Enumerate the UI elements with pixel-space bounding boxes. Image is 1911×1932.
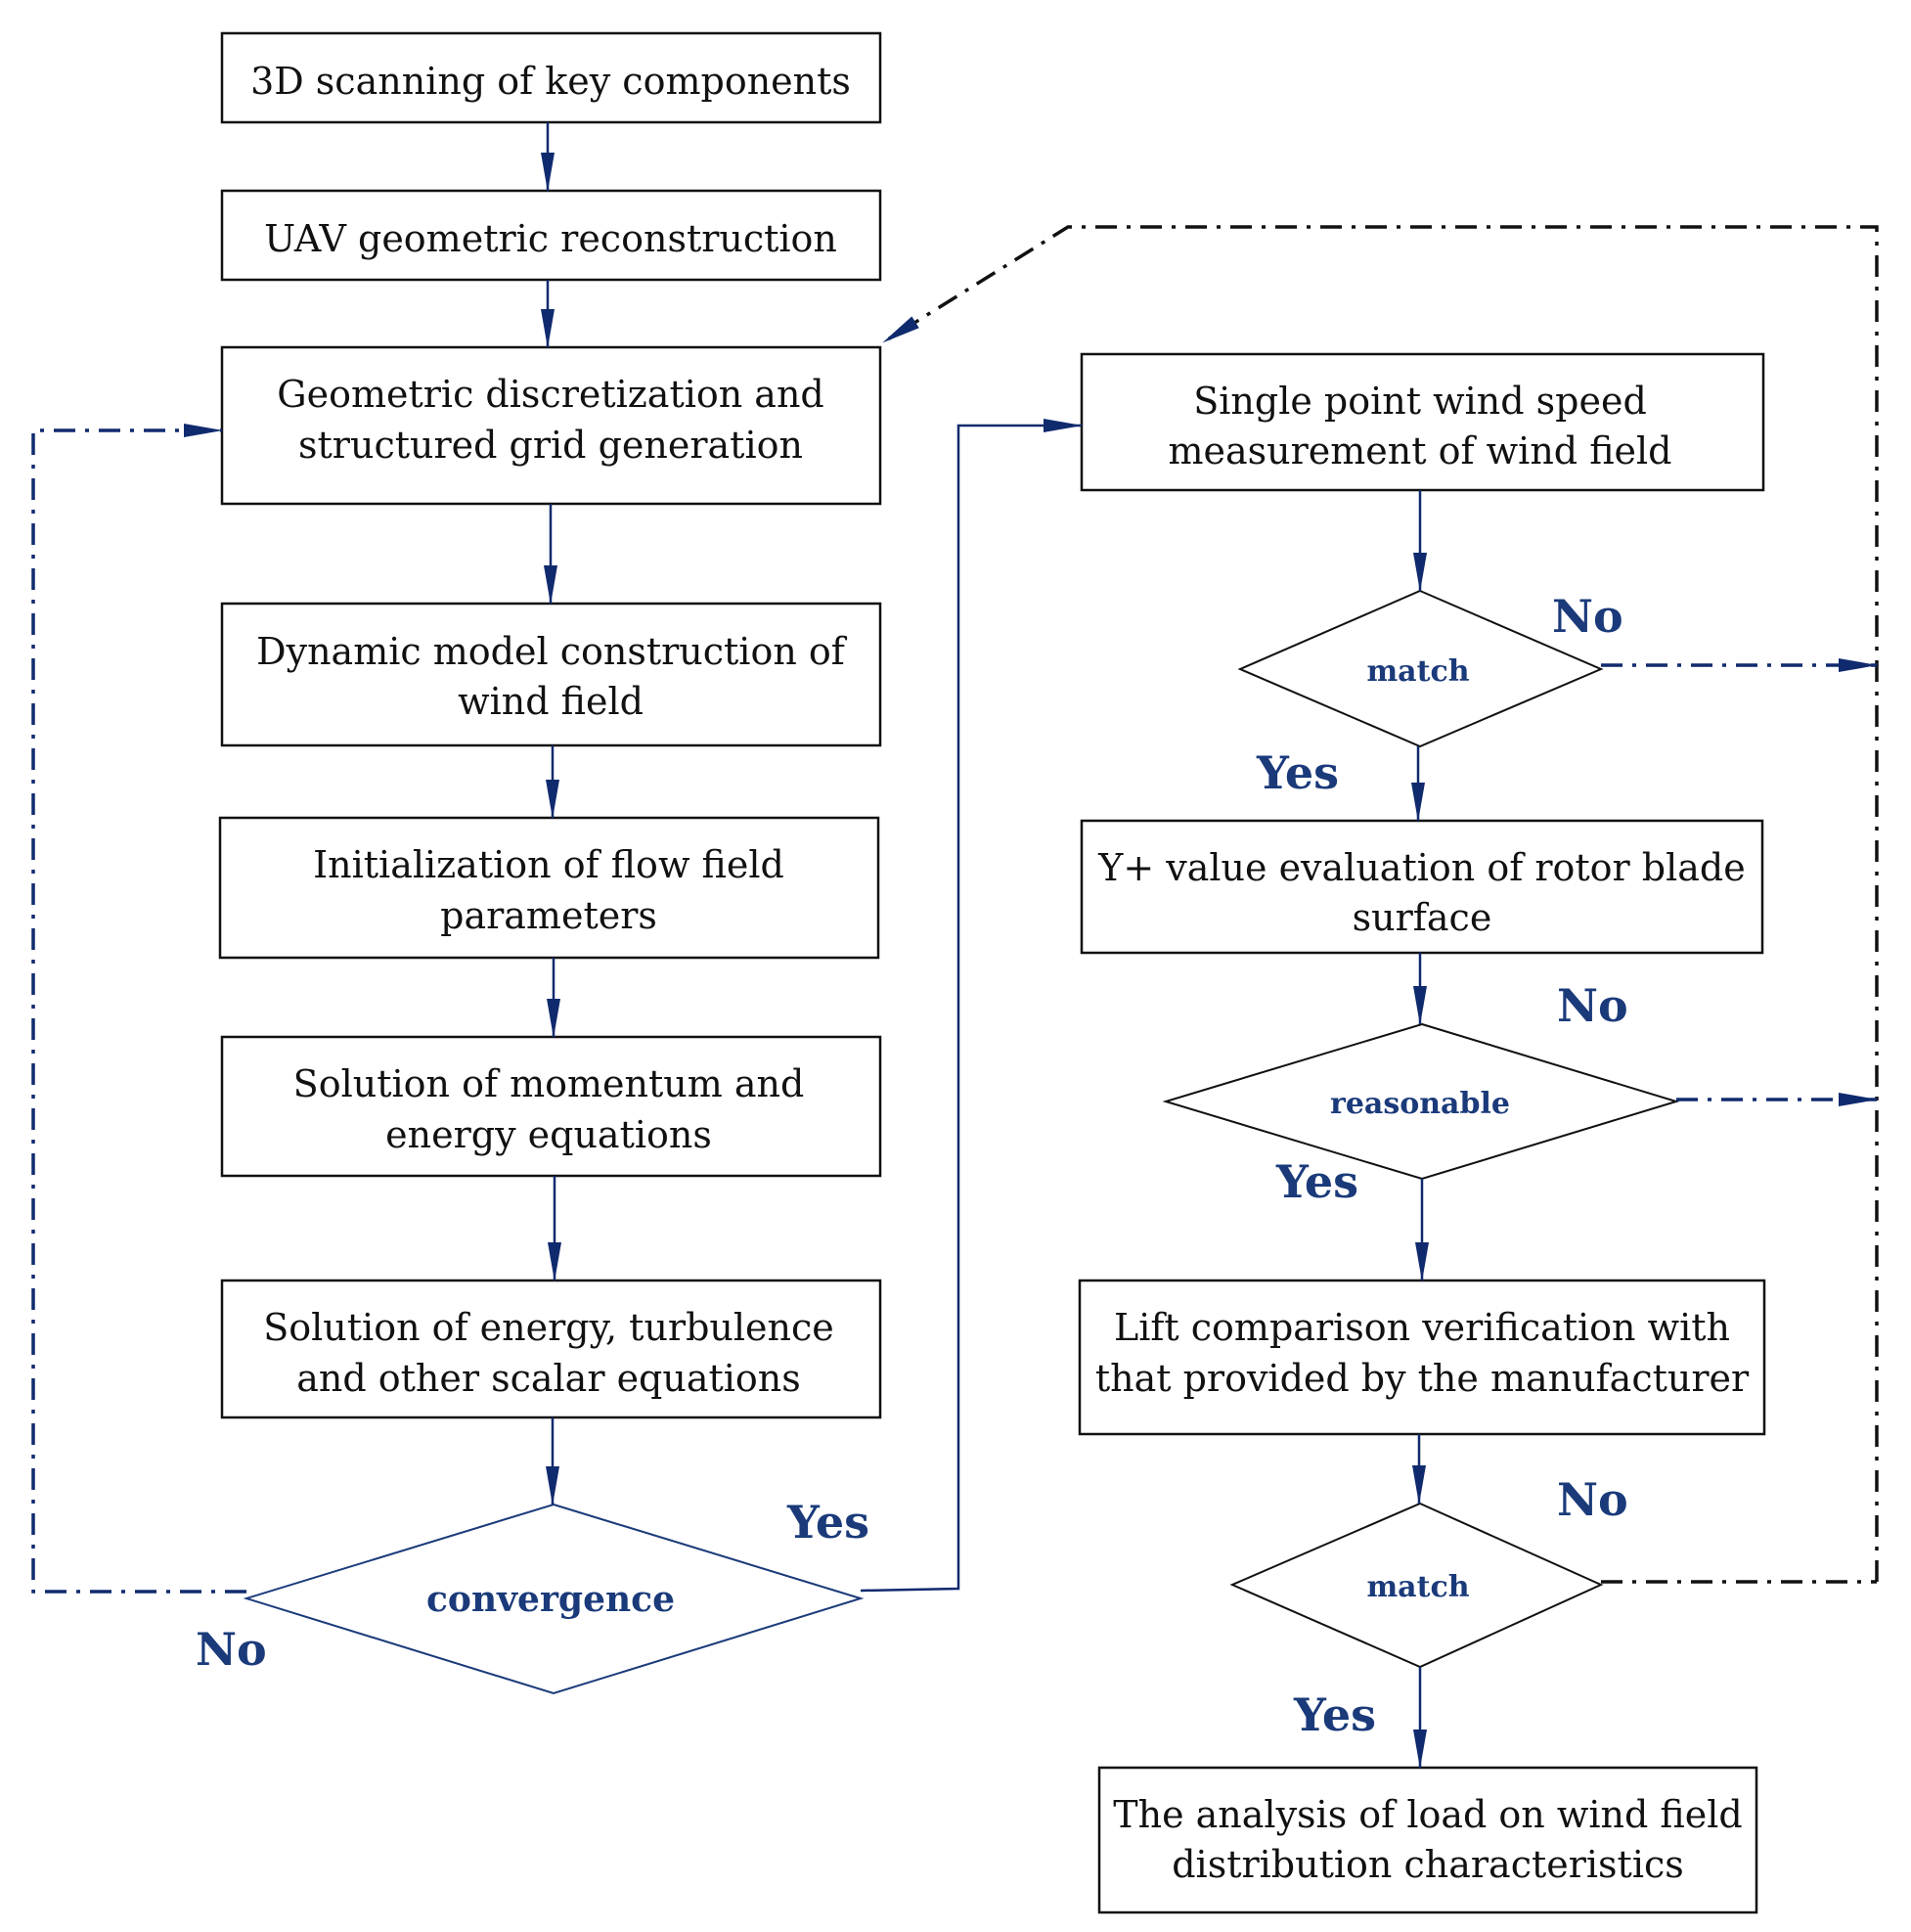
loop-convergence-no-to-grid [31, 424, 246, 1594]
arrow-convergence-yes-to-single-point [860, 419, 1083, 1593]
box-load-analysis: The analysis of load on wind field distr… [1097, 1766, 1758, 1914]
decision-match-1: match [1237, 589, 1604, 748]
box-initialization-line-1: Initialization of flow field [313, 843, 784, 886]
box-grid-generation-line-1: Geometric discretization and [277, 373, 824, 416]
box-load-analysis-line-2: distribution characteristics [1172, 1843, 1684, 1886]
decision-reasonable-text: reasonable [1330, 1087, 1510, 1121]
box-yplus: Y+ value evaluation of rotor blade surfa… [1080, 819, 1764, 955]
label-reasonable-no: No [1557, 979, 1628, 1032]
box-scalar-equations-line-2: and other scalar equations [296, 1357, 801, 1400]
box-scalar-equations: Solution of energy, turbulence and other… [220, 1279, 882, 1419]
decision-convergence-text: convergence [426, 1579, 675, 1620]
box-lift-comparison-line-1: Lift comparison verification with [1114, 1306, 1730, 1349]
label-match2-yes: Yes [1293, 1688, 1376, 1741]
box-lift-comparison-line-2: that provided by the manufacturer [1095, 1357, 1750, 1400]
box-momentum-energy-line-2: energy equations [385, 1113, 712, 1156]
box-uav-reconstruction: UAV geometric reconstruction [220, 189, 882, 282]
box-single-point-line-2: measurement of wind field [1168, 429, 1671, 472]
box-initialization-line-2: parameters [440, 894, 657, 937]
label-reasonable-yes: Yes [1275, 1155, 1358, 1208]
box-scalar-equations-line-1: Solution of energy, turbulence [263, 1306, 834, 1349]
label-match1-no: No [1552, 590, 1623, 643]
decision-match-1-text: match [1366, 654, 1469, 689]
box-dynamic-model-line-1: Dynamic model construction of [256, 630, 848, 673]
label-convergence-no: No [196, 1623, 267, 1676]
box-dynamic-model: Dynamic model construction of wind field [220, 602, 882, 747]
box-initialization: Initialization of flow field parameters [218, 816, 880, 960]
label-match2-no: No [1557, 1473, 1628, 1526]
box-grid-generation: Geometric discretization and structured … [220, 345, 882, 506]
box-grid-generation-line-2: structured grid generation [298, 424, 803, 467]
box-load-analysis-line-1: The analysis of load on wind field [1113, 1793, 1742, 1836]
decision-convergence: convergence [243, 1503, 865, 1695]
decision-match-2: match [1229, 1502, 1604, 1669]
box-momentum-energy: Solution of momentum and energy equation… [220, 1035, 882, 1178]
box-3d-scanning: 3D scanning of key components [220, 31, 882, 124]
box-momentum-energy-line-1: Solution of momentum and [293, 1062, 805, 1105]
box-uav-reconstruction-text: UAV geometric reconstruction [264, 217, 837, 260]
loop-right-back-to-grid [882, 225, 1879, 1582]
box-lift-comparison: Lift comparison verification with that p… [1078, 1279, 1766, 1436]
label-match1-yes: Yes [1256, 746, 1339, 799]
box-yplus-line-2: surface [1353, 896, 1492, 939]
box-yplus-line-1: Y+ value evaluation of rotor blade [1097, 846, 1745, 889]
box-single-point-line-1: Single point wind speed [1193, 380, 1647, 423]
box-3d-scanning-text: 3D scanning of key components [250, 60, 851, 103]
box-dynamic-model-line-2: wind field [458, 680, 644, 723]
label-convergence-yes: Yes [786, 1496, 869, 1549]
decision-match-2-text: match [1366, 1570, 1469, 1604]
box-single-point: Single point wind speed measurement of w… [1080, 352, 1765, 492]
decision-reasonable: reasonable [1162, 1022, 1680, 1181]
